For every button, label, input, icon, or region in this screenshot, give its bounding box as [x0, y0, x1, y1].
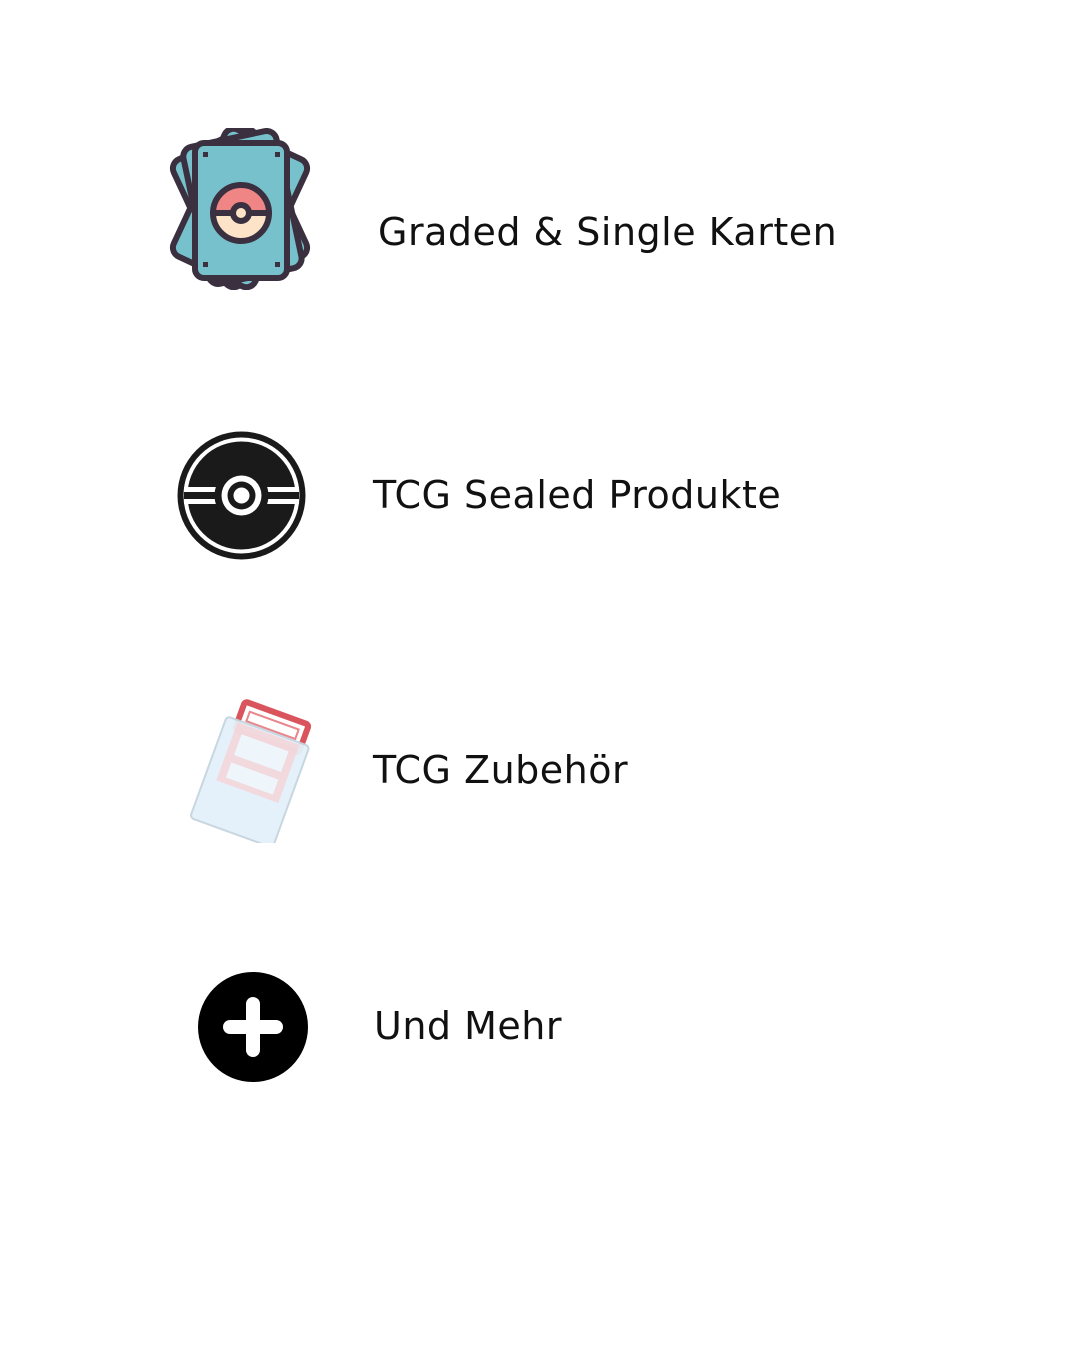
category-label: Graded & Single Karten [378, 210, 838, 254]
category-label: Und Mehr [374, 1004, 562, 1048]
category-label: TCG Zubehör [373, 748, 629, 792]
plus-circle-icon [198, 972, 308, 1082]
trading-cards-icon [169, 128, 311, 290]
pokeball-icon [177, 431, 306, 560]
category-label: TCG Sealed Produkte [373, 473, 782, 517]
card-sleeve-icon [190, 699, 312, 843]
